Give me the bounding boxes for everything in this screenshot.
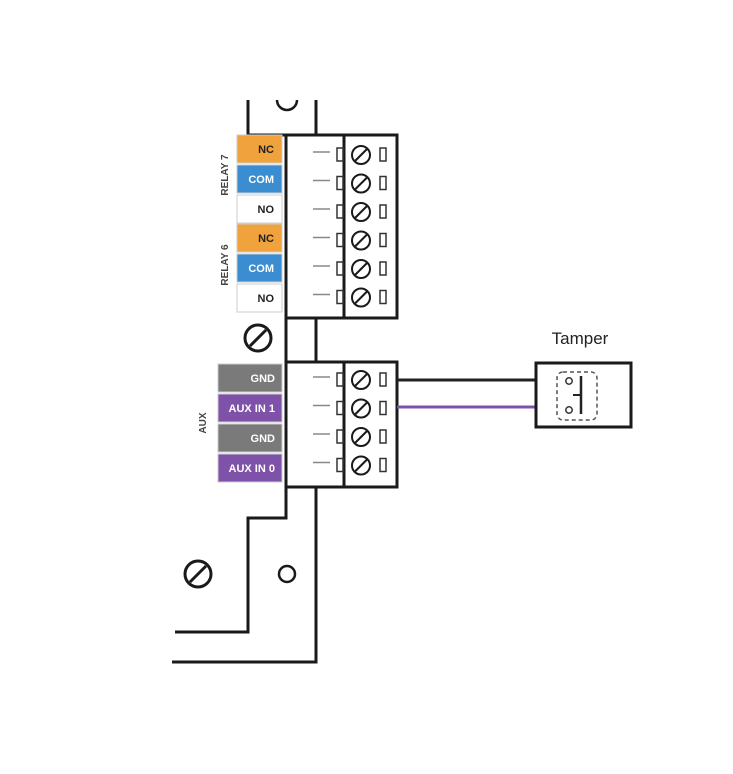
aux-terminal-labels: GND AUX IN 1 GND AUX IN 0: [217, 363, 283, 483]
terminal-screw: [313, 398, 387, 419]
terminal-label: GND: [217, 423, 283, 453]
terminal-label: GND: [217, 363, 283, 393]
svg-text:AUX IN 0: AUX IN 0: [229, 463, 275, 475]
terminal-label: AUX IN 0: [217, 453, 283, 483]
svg-text:GND: GND: [251, 433, 276, 445]
aux-terminal-block: [284, 360, 399, 489]
svg-text:NC: NC: [258, 144, 274, 156]
svg-text:COM: COM: [248, 263, 274, 275]
svg-text:NO: NO: [258, 204, 275, 216]
group-label-aux: AUX: [198, 412, 209, 433]
mounting-screw-icon: [243, 323, 273, 353]
terminal-screw: [313, 202, 387, 222]
tamper-switch: [534, 361, 633, 429]
relay-terminal-labels: NC COM NO NC COM NO: [236, 134, 283, 313]
terminal-screw: [313, 287, 387, 308]
group-label-relay-7: RELAY 7: [220, 154, 231, 196]
mounting-hole: [277, 564, 297, 584]
terminal-screw: [313, 427, 387, 447]
svg-text:COM: COM: [248, 174, 274, 186]
svg-text:NC: NC: [258, 233, 274, 245]
terminal-label: COM: [236, 164, 283, 194]
terminal-screw: [313, 259, 387, 279]
terminal-label: AUX IN 1: [217, 393, 283, 423]
terminal-label: COM: [236, 253, 283, 283]
terminal-label: NC: [236, 134, 283, 164]
switch-icon: [565, 376, 583, 414]
relay-terminal-block: [284, 133, 399, 320]
mounting-screw-icon: [183, 559, 213, 589]
svg-text:AUX IN 1: AUX IN 1: [229, 403, 275, 415]
terminal-label: NO: [236, 283, 283, 313]
board-notch: [275, 99, 299, 112]
terminal-screw: [313, 230, 387, 251]
terminal-label: NO: [236, 194, 283, 224]
tamper-title: Tamper: [552, 329, 609, 348]
terminal-screw: [313, 455, 387, 476]
svg-text:NO: NO: [258, 293, 275, 305]
svg-text:GND: GND: [251, 373, 276, 385]
terminal-screw: [313, 145, 387, 165]
terminal-screw: [313, 173, 387, 194]
terminal-label: NC: [236, 223, 283, 253]
terminal-screw: [313, 370, 387, 390]
group-label-relay-6: RELAY 6: [220, 244, 231, 286]
